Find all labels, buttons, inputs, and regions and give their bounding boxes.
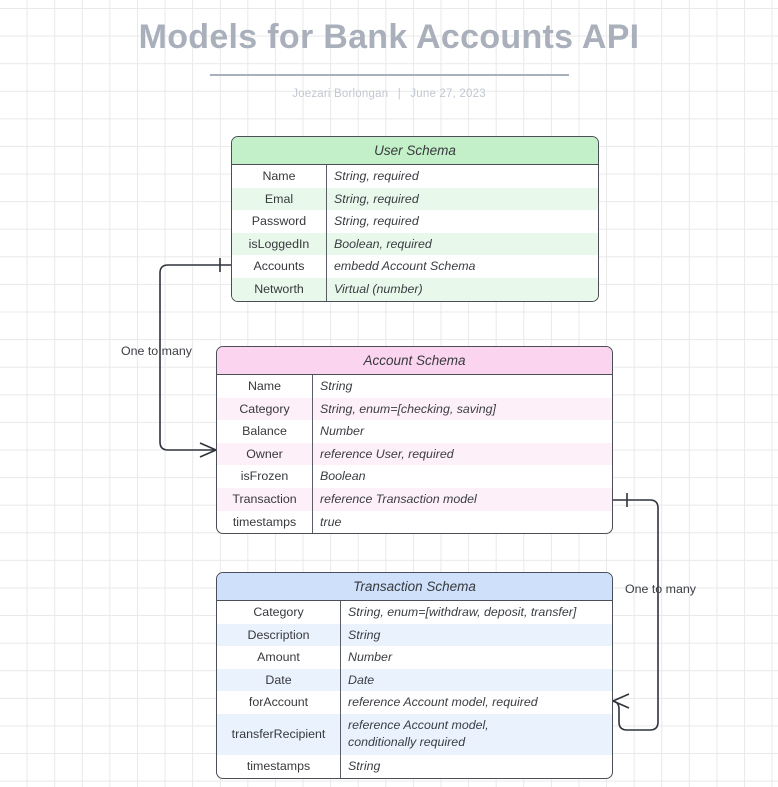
field-type: Boolean, required: [334, 236, 432, 251]
field-type: Date: [348, 672, 375, 687]
document-header: Models for Bank Accounts API Joezari Bor…: [0, 16, 778, 100]
table-row: Description String: [217, 623, 612, 647]
field-type: Number: [320, 424, 365, 439]
field-type: reference User, required: [320, 446, 454, 461]
table-row: Emal String, required: [232, 187, 598, 211]
table-row: Password String, required: [232, 210, 598, 233]
account-schema-table[interactable]: Account Schema Name String Category Stri…: [216, 346, 613, 535]
table-row: isLoggedIn Boolean, required: [232, 232, 598, 256]
title-divider: [209, 74, 569, 76]
field-name: Networth: [232, 277, 327, 301]
field-type: String, required: [334, 214, 419, 229]
table-row: Category String, enum=[withdraw, deposit…: [217, 601, 612, 624]
user-schema-rows: Name String, required Emal String, requi…: [232, 165, 598, 301]
field-type: String, required: [334, 191, 419, 206]
table-row: Transaction reference Transaction model: [217, 487, 612, 511]
field-type: Boolean: [320, 469, 366, 484]
field-name: Name: [217, 375, 313, 398]
field-type: String: [348, 627, 381, 642]
table-row: Date Date: [217, 668, 612, 692]
user-schema-table[interactable]: User Schema Name String, required Emal S…: [231, 136, 599, 302]
field-type: Virtual (number): [334, 281, 423, 296]
field-name: Category: [217, 397, 313, 421]
user-schema-title: User Schema: [232, 137, 598, 165]
table-row: Category String, enum=[checking, saving]: [217, 397, 612, 421]
table-row: Name String, required: [232, 165, 598, 188]
table-row: Owner reference User, required: [217, 442, 612, 466]
field-type: reference Account model, required: [348, 695, 538, 710]
account-schema-title: Account Schema: [217, 347, 612, 375]
transaction-schema-table[interactable]: Transaction Schema Category String, enum…: [216, 572, 613, 779]
byline-author: Joezari Borlongan: [292, 88, 389, 100]
field-name: timestamps: [217, 510, 313, 534]
field-name: Balance: [217, 420, 313, 443]
byline: Joezari Borlongan | June 27, 2023: [0, 88, 778, 100]
field-name: Description: [217, 623, 341, 647]
transaction-schema-rows: Category String, enum=[withdraw, deposit…: [217, 601, 612, 778]
field-name: Accounts: [232, 255, 327, 278]
field-type: embedd Account Schema: [334, 259, 476, 274]
relationship-label-user-account: One to many: [121, 344, 192, 358]
account-schema-rows: Name String Category String, enum=[check…: [217, 375, 612, 534]
table-row: Accounts embedd Account Schema: [232, 255, 598, 278]
relationship-label-account-transaction: One to many: [625, 582, 696, 596]
field-type: true: [320, 514, 342, 529]
table-row: timestamps true: [217, 510, 612, 534]
byline-separator: |: [397, 88, 401, 100]
connector-account-to-transaction: [610, 493, 659, 731]
table-row: transferRecipient reference Account mode…: [217, 713, 612, 755]
field-name: Name: [232, 165, 327, 188]
field-name: isFrozen: [217, 465, 313, 488]
field-name: isLoggedIn: [232, 232, 327, 256]
field-type: String: [320, 379, 353, 393]
table-row: Balance Number: [217, 420, 612, 443]
field-name: transferRecipient: [217, 713, 341, 755]
field-name: Transaction: [217, 487, 313, 511]
transaction-schema-title: Transaction Schema: [217, 573, 612, 601]
field-type: reference Transaction model: [320, 491, 477, 506]
table-row: isFrozen Boolean: [217, 465, 612, 488]
field-type: String, required: [334, 169, 419, 183]
table-row: timestamps String: [217, 754, 612, 778]
field-type: String, enum=[withdraw, deposit, transfe…: [348, 605, 577, 619]
table-row: forAccount reference Account model, requ…: [217, 691, 612, 714]
byline-date: June 27, 2023: [410, 88, 486, 100]
field-type: String: [348, 758, 381, 773]
table-row: Name String: [217, 375, 612, 398]
table-row: Amount Number: [217, 646, 612, 669]
page-title: Models for Bank Accounts API: [138, 18, 640, 56]
field-name: Password: [232, 210, 327, 233]
field-name: Date: [217, 668, 341, 692]
field-name: timestamps: [217, 754, 341, 778]
field-type: Number: [348, 650, 393, 665]
field-name: forAccount: [217, 691, 341, 714]
table-row: Networth Virtual (number): [232, 277, 598, 301]
field-name: Category: [217, 601, 341, 624]
field-name: Owner: [217, 442, 313, 466]
field-type: reference Account model, conditionally r…: [348, 717, 489, 749]
field-type: String, enum=[checking, saving]: [320, 401, 496, 416]
field-name: Amount: [217, 646, 341, 669]
field-name: Emal: [232, 187, 327, 211]
